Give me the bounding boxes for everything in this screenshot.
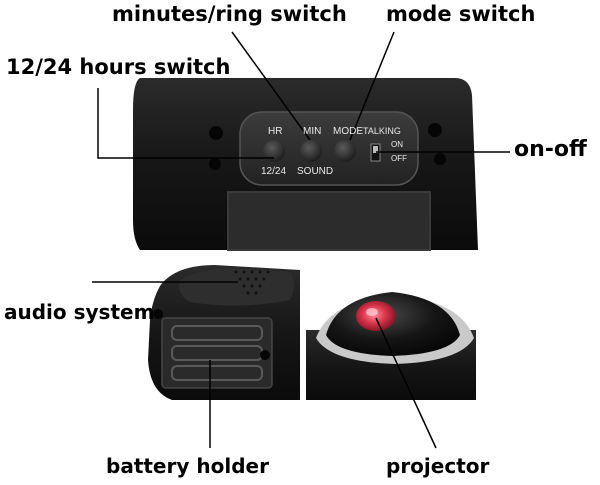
leader-line-hours: [97, 88, 274, 159]
panel-label-on: ON: [391, 140, 403, 149]
callout-12-24-hours-switch: 12/24 hours switch: [6, 55, 231, 79]
screw-hole-icon: [209, 158, 221, 170]
leader-line-mode: [349, 31, 395, 141]
callout-projector: projector: [386, 454, 490, 478]
callout-mode-switch: mode switch: [386, 2, 536, 26]
screw-hole-icon: [209, 126, 223, 140]
panel-label-mode: MODE: [333, 126, 363, 137]
panel-label-min: MIN: [303, 126, 322, 137]
screw-hole-icon: [428, 123, 442, 137]
callout-minutes-ring-switch: minutes/ring switch: [112, 2, 347, 26]
projector-lens-icon: [356, 301, 396, 331]
panel-label-hr: HR: [268, 126, 283, 137]
panel-label-talking: TALKING: [363, 126, 401, 136]
callout-audio-system: audio system: [4, 300, 155, 324]
screw-hole-icon: [260, 350, 270, 360]
min-button[interactable]: [300, 140, 322, 162]
mode-button[interactable]: [334, 140, 356, 162]
screw-hole-icon: [434, 153, 446, 165]
device-projector: [306, 292, 476, 400]
control-panel: [239, 111, 419, 186]
speaker-grille-icon: [234, 270, 270, 295]
leader-lines: [92, 31, 510, 449]
leader-line-minutes: [231, 31, 311, 141]
leader-line-projector: [375, 317, 437, 449]
panel-label-off: OFF: [391, 154, 407, 163]
hr-button[interactable]: [263, 140, 285, 162]
device-battery-side: [148, 265, 300, 400]
callout-battery-holder: battery holder: [106, 454, 269, 478]
screw-hole-icon: [153, 309, 163, 319]
callout-on-off: on-off: [514, 137, 587, 162]
panel-label-sound: SOUND: [297, 166, 334, 177]
panel-label-12-24: 12/24: [261, 166, 287, 177]
